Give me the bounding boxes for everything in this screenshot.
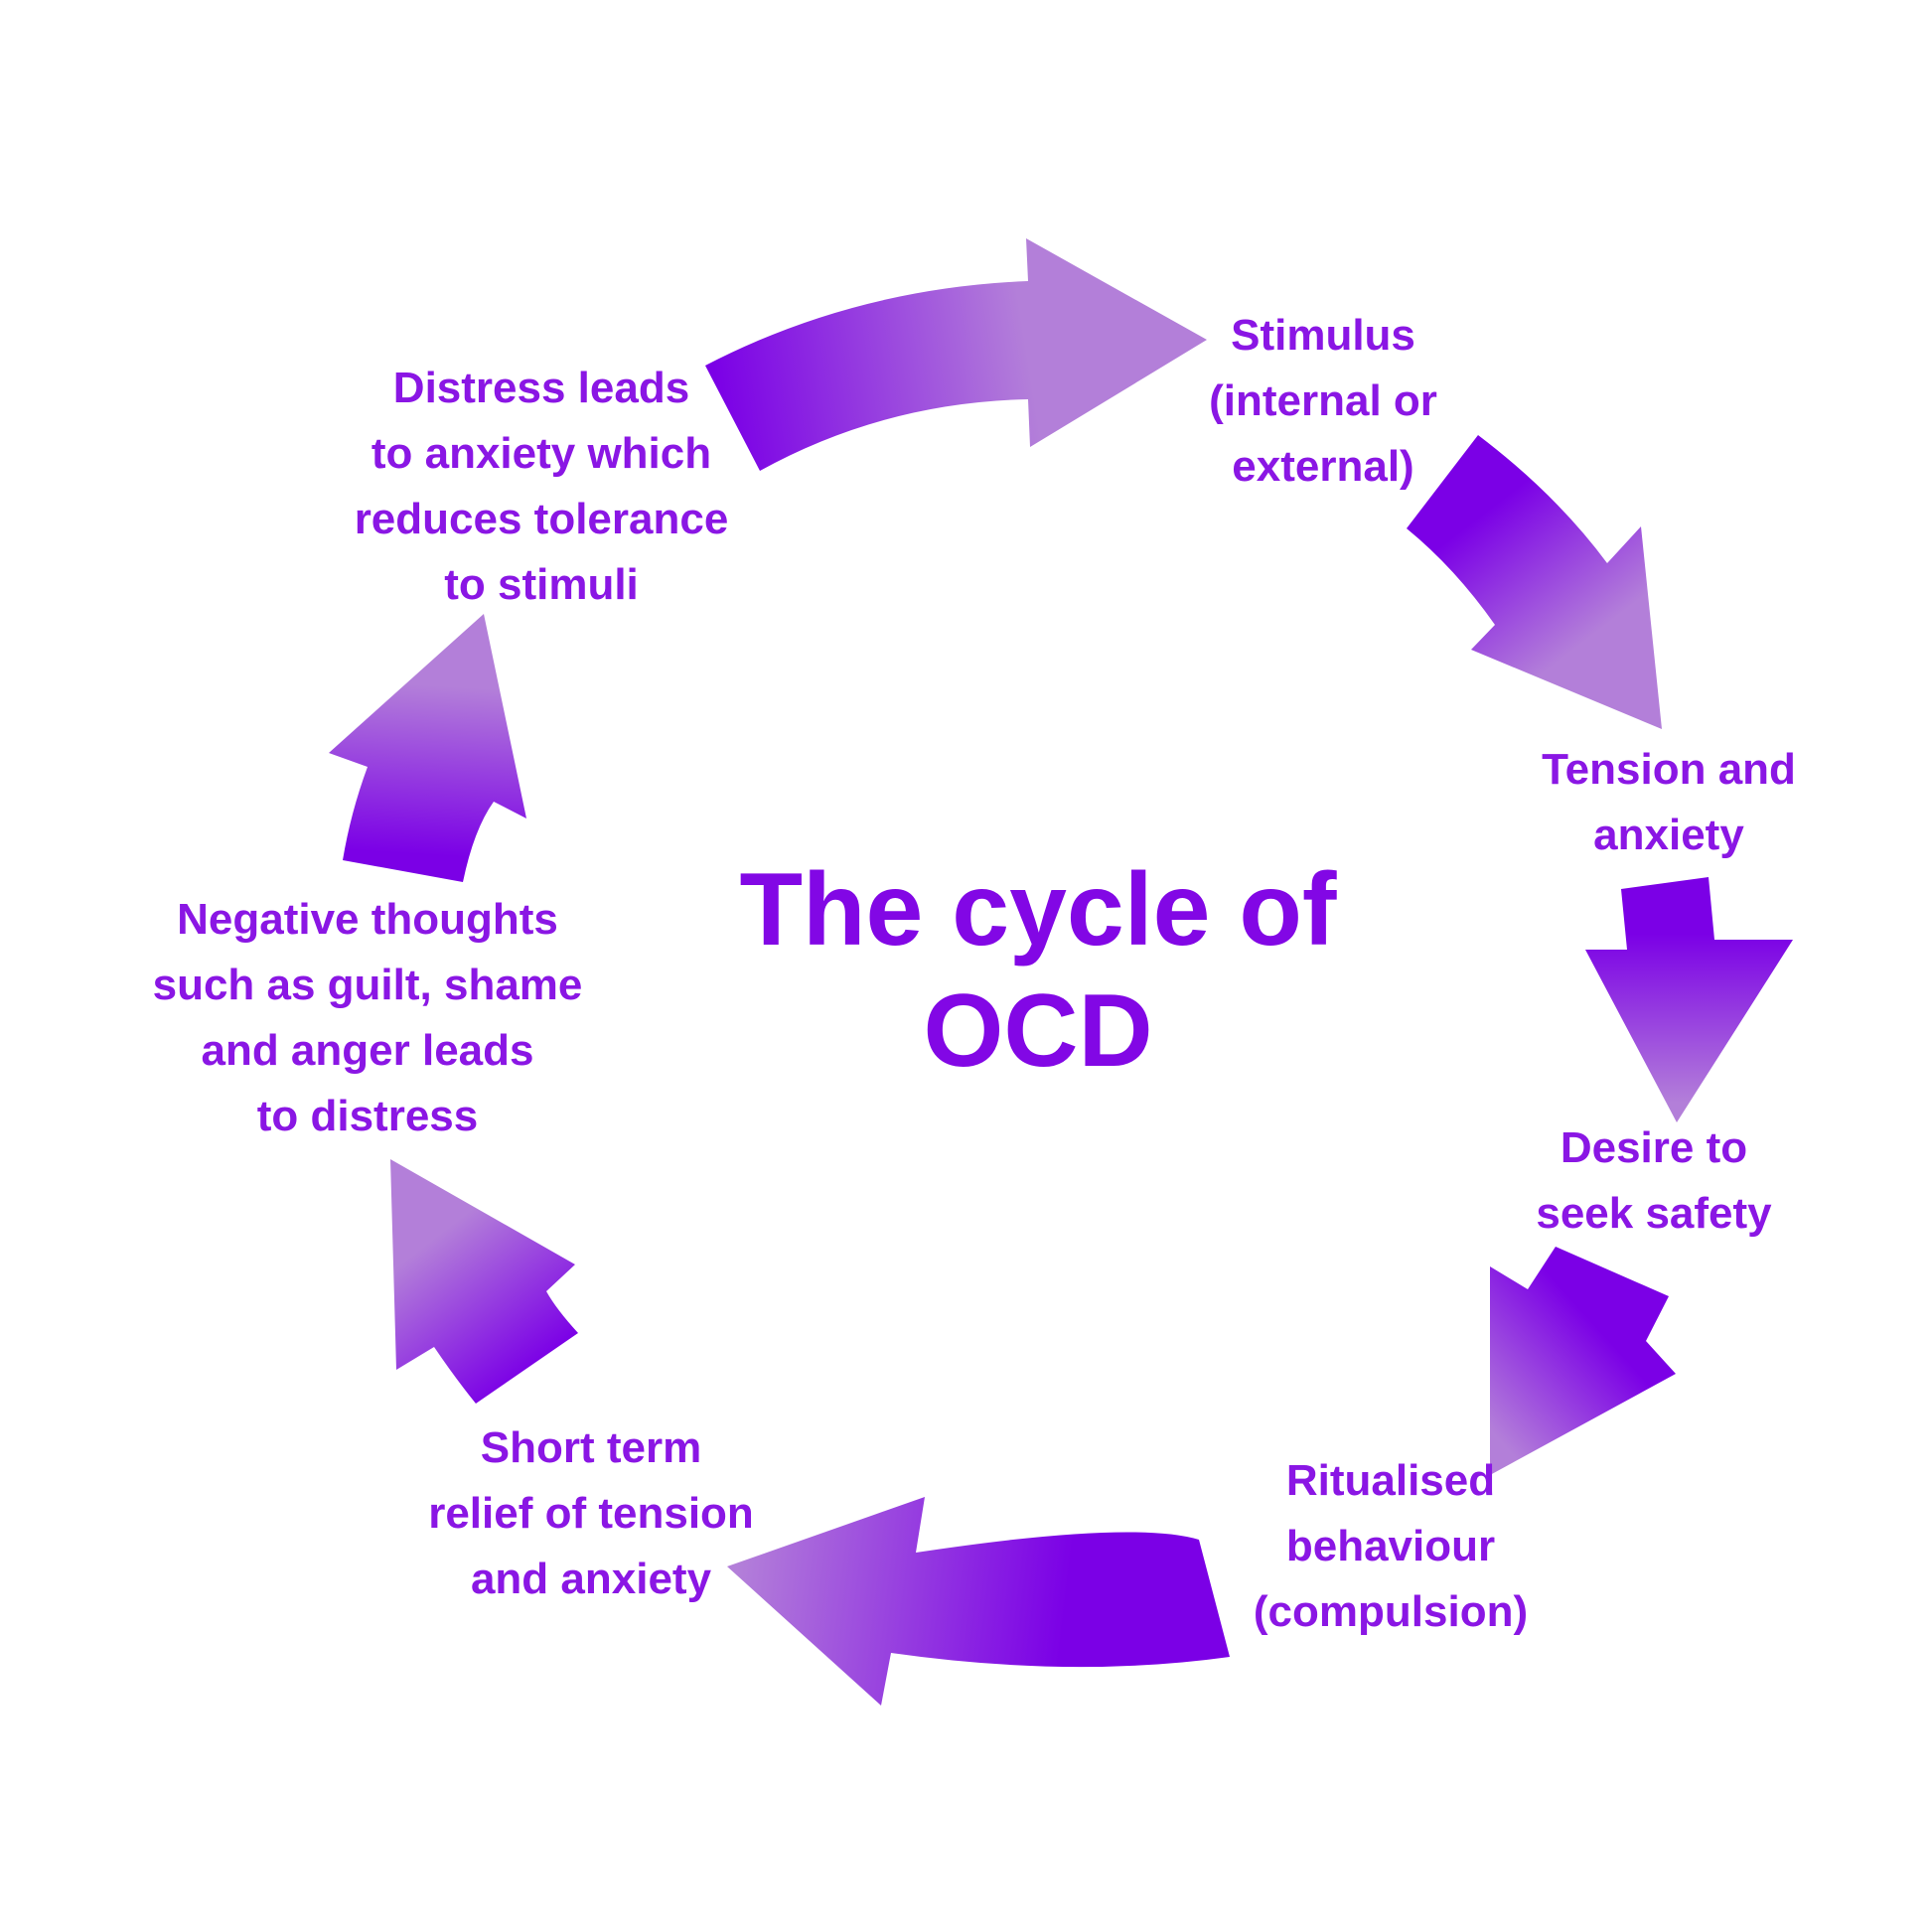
stage-negative: Negative thoughts such as guilt, shame a… xyxy=(129,887,606,1149)
arrow-tension-to-desire xyxy=(1585,877,1793,1122)
stage-line: reduces tolerance xyxy=(354,495,729,543)
stage-line: Short term xyxy=(480,1423,702,1472)
arrow-ritual-to-relief xyxy=(727,1497,1230,1706)
stage-line: seek safety xyxy=(1536,1189,1772,1238)
arrow-negative-to-distress xyxy=(329,614,526,882)
title-line: OCD xyxy=(923,973,1153,1089)
stage-line: anxiety xyxy=(1593,811,1744,859)
stage-line: relief of tension xyxy=(428,1489,754,1538)
arrow-distress-to-stimulus xyxy=(705,238,1207,471)
stage-distress: Distress leads to anxiety which reduces … xyxy=(328,356,755,618)
stage-line: Tension and xyxy=(1542,745,1796,794)
stage-line: Desire to xyxy=(1560,1123,1748,1172)
stage-ritual: Ritualised behaviour (compulsion) xyxy=(1222,1448,1560,1645)
stage-line: to anxiety which xyxy=(371,429,712,478)
title-line: The cycle of xyxy=(739,852,1337,967)
arrow-relief-to-negative xyxy=(390,1159,578,1404)
stage-tension: Tension and anxiety xyxy=(1510,737,1828,868)
stage-line: such as guilt, shame xyxy=(152,961,583,1009)
stage-desire: Desire to seek safety xyxy=(1495,1115,1813,1247)
stage-line: Negative thoughts xyxy=(177,895,558,944)
stage-line: behaviour xyxy=(1285,1522,1496,1570)
stage-line: Distress leads xyxy=(392,364,690,412)
stage-line: and anxiety xyxy=(470,1555,712,1603)
stage-line: to distress xyxy=(256,1092,479,1140)
diagram-title: The cycle of OCD xyxy=(616,849,1460,1092)
stage-line: and anger leads xyxy=(201,1026,534,1075)
stage-line: to stimuli xyxy=(444,560,639,609)
stage-relief: Short term relief of tension and anxiety xyxy=(402,1415,780,1612)
arrow-desire-to-ritual xyxy=(1490,1247,1676,1475)
stage-line: external) xyxy=(1232,442,1414,491)
arrow-stimulus-to-tension xyxy=(1407,435,1662,729)
stage-line: Stimulus xyxy=(1231,311,1415,360)
stage-stimulus: Stimulus (internal or external) xyxy=(1174,303,1472,500)
stage-line: (compulsion) xyxy=(1253,1587,1529,1636)
stage-line: (internal or xyxy=(1209,376,1437,425)
stage-line: Ritualised xyxy=(1285,1456,1496,1505)
